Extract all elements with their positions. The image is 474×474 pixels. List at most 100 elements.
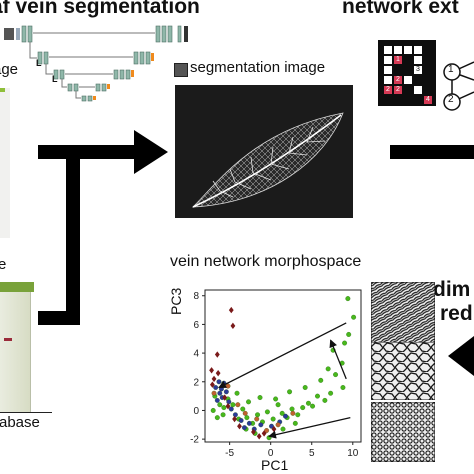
scatter-point [254,416,260,422]
scatter-point [235,402,241,408]
x-tick-label: 0 [268,448,274,459]
unet-input-block [4,28,14,40]
scatter-point [225,402,231,410]
scatter-point [351,314,357,320]
scatter-point [256,433,262,440]
scatter-point [215,369,221,377]
scatter-point [255,412,260,418]
scatter-point [261,430,267,437]
scatter-point [275,422,281,428]
scatter-point [220,412,226,418]
scatter-point [292,420,298,426]
x-tick-label: 10 [347,448,359,459]
chart-plot-area [204,289,362,443]
y-tick-label: 6 [193,320,199,331]
grid-number: 1 [396,56,400,63]
x-tick-label: 5 [309,448,315,459]
scatter-point [228,306,234,314]
y-tick-label: -2 [190,435,199,446]
y-tick-label: 2 [193,377,199,388]
scatter-point [340,385,346,390]
scatter-point [211,375,217,383]
y-tick-label: 0 [193,406,199,417]
scatter-point [342,340,348,346]
scatter-point [237,423,242,430]
scatter-point [246,420,252,426]
thumbnail-arrow [218,322,347,389]
leaf-photo-fragment [0,88,10,238]
scatter-point [209,367,214,374]
scatter-point [328,390,334,396]
scatter-point [211,390,217,396]
scatter-point [251,428,256,436]
grid-number: 2 [396,86,400,93]
scatter-point [270,416,276,422]
scatter-point [289,406,295,412]
scatter-point [242,410,248,416]
scatter-point [217,390,223,396]
segmentation-image-label: segmentation image [190,59,326,76]
scatter-point [222,394,228,401]
scatter-point [221,405,227,411]
vein-texture-thumbnail-1 [371,282,435,346]
scatter-point [238,418,244,423]
scatter-point [315,393,320,399]
scatter-point [214,415,220,421]
dim-reduction-arrow-shaft [470,349,474,363]
graph-node-label: 2 [448,94,454,105]
scatter-point [214,351,220,358]
scatter-point [333,372,338,378]
scatter-point [279,410,285,416]
network-extraction-header: network ext [342,0,459,18]
unet-architecture-diagram [4,25,188,102]
grid-number: 2 [386,86,390,93]
chart-x-axis-label: PC1 [261,457,289,473]
grid-number: 2 [396,76,400,83]
y-tick-label: 4 [193,349,199,360]
pixel-grid-diagram [378,40,436,106]
unet-level-mark-1: L [36,58,42,68]
scatter-point [257,395,263,400]
scatter-point [226,399,232,405]
scatter-point [325,366,331,372]
scatter-point [318,377,324,383]
leaf-database-photo [0,284,31,412]
connector-horizontal-top [38,145,138,159]
scatter-point [287,389,293,395]
scatter-point [258,422,264,428]
scatter-point [223,389,229,395]
scatter-point [210,408,216,413]
scatter-point [271,425,277,433]
vein-texture-thumbnail-2 [371,342,435,400]
scatter-point [246,399,251,405]
graph-node-label: 1 [448,64,454,75]
scatter-point [302,385,308,390]
scatter-point [345,296,351,302]
scatter-point [241,425,247,431]
leaf-shape [191,112,344,208]
graph-node-2 [443,93,461,111]
scatter-point [280,426,286,432]
scatter-point [232,415,237,423]
scatter-point [346,332,352,337]
leaf-photo-green-mark [0,88,5,92]
scatter-point [290,410,296,416]
left-partial-label: e [0,256,7,273]
chart-y-axis-label: PC3 [168,287,184,315]
scatter-point [275,402,281,408]
scatter-point [273,396,279,402]
segmentation-image-panel [175,85,353,218]
database-underline [0,412,52,413]
scatter-point [234,390,240,396]
dim-reduction-arrowhead-left [448,336,474,376]
grid-number: 4 [426,96,430,103]
scatter-point [228,406,234,412]
leaf-database-mark [4,338,12,341]
scatter-point [230,402,236,408]
scatter-point [213,385,219,390]
scatter-point [244,415,250,421]
unet-level-mark-2: L [52,74,58,84]
dim-reduction-label-line2: red [440,302,473,325]
unet-image-label: age [0,61,19,78]
y-tick-label: 8 [193,291,199,302]
